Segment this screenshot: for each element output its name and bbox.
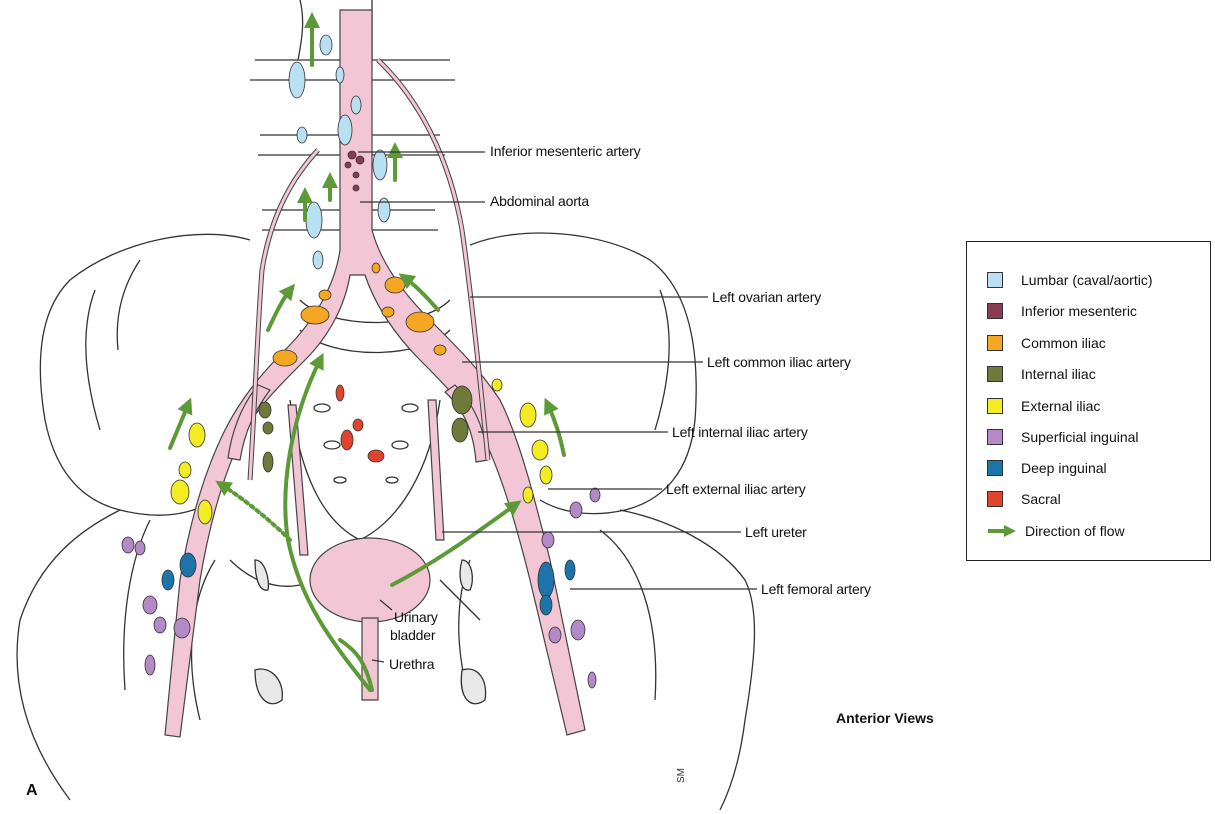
legend-label-flow: Direction of flow: [1025, 523, 1125, 539]
legend-label: Superficial inguinal: [1021, 429, 1139, 445]
label-urinary-bladder-line2: bladder: [390, 627, 435, 643]
flow-arrow-icon: [987, 524, 1017, 538]
label-left-ovarian-artery: Left ovarian artery: [712, 289, 821, 305]
label-inferior-mesenteric-artery: Inferior mesenteric artery: [490, 143, 640, 159]
legend-swatch: [987, 272, 1003, 288]
legend-swatch: [987, 429, 1003, 445]
legend-item: Lumbar (caval/aortic): [987, 268, 1153, 292]
legend-item: Internal iliac: [987, 362, 1096, 386]
legend-swatch: [987, 335, 1003, 351]
label-left-external-iliac-artery: Left external iliac artery: [666, 481, 806, 497]
legend-item: External iliac: [987, 394, 1100, 418]
label-left-ureter: Left ureter: [745, 524, 807, 540]
legend-swatch: [987, 491, 1003, 507]
legend-label: Deep inguinal: [1021, 460, 1107, 476]
label-left-internal-iliac-artery: Left internal iliac artery: [672, 424, 808, 440]
label-abdominal-aorta: Abdominal aorta: [490, 193, 589, 209]
legend-item: Sacral: [987, 487, 1061, 511]
label-left-common-iliac-artery: Left common iliac artery: [707, 354, 851, 370]
legend-swatch: [987, 366, 1003, 382]
legend-label: Sacral: [1021, 491, 1061, 507]
label-left-femoral-artery: Left femoral artery: [761, 581, 871, 597]
legend-label: Common iliac: [1021, 335, 1106, 351]
legend-item: Common iliac: [987, 331, 1106, 355]
legend-item: Superficial inguinal: [987, 425, 1139, 449]
legend-label: Internal iliac: [1021, 366, 1096, 382]
label-urethra: Urethra: [389, 656, 434, 672]
legend-item: Inferior mesenteric: [987, 299, 1137, 323]
artist-signature: SM: [676, 768, 687, 783]
legend-item: Deep inguinal: [987, 456, 1107, 480]
panel-letter: A: [26, 782, 38, 800]
arteries: [165, 10, 585, 737]
pelvis-outline: [17, 0, 754, 810]
legend-swatch: [987, 460, 1003, 476]
legend-label: Inferior mesenteric: [1021, 303, 1137, 319]
legend-swatch: [987, 398, 1003, 414]
legend-item-flow: Direction of flow: [987, 519, 1125, 543]
label-urinary-bladder-line1: Urinary: [394, 609, 438, 625]
legend-label: Lumbar (caval/aortic): [1021, 272, 1153, 288]
figure-caption: Anterior Views: [836, 710, 934, 726]
legend-swatch: [987, 303, 1003, 319]
legend: Lumbar (caval/aortic) Inferior mesenteri…: [966, 241, 1211, 561]
legend-label: External iliac: [1021, 398, 1100, 414]
